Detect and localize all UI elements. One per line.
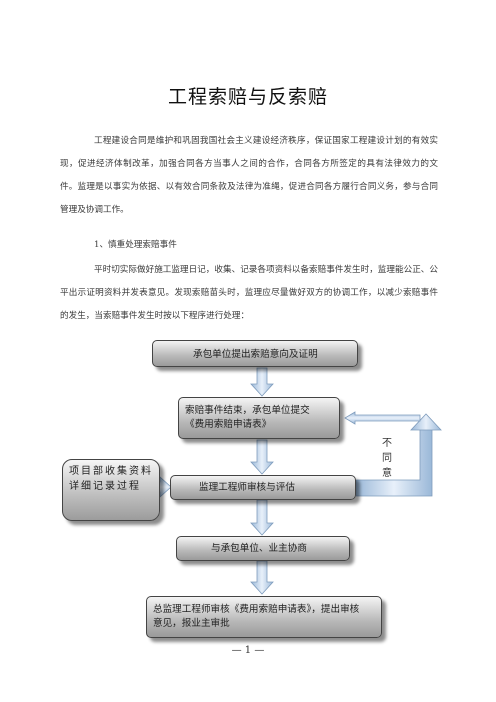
arrow-down-2 (250, 439, 274, 475)
arrow-down-1 (250, 367, 274, 397)
reject-loop-head (410, 413, 442, 431)
flow-step-engineer-review-label: 监理工程师审核与评估 (199, 482, 295, 493)
flow-step-claim-intent-label: 承包单位提出索赔意向及证明 (193, 349, 318, 360)
flow-step-chief-approval: 总监理工程师审核《费用索赔申请表》，提出审核 意见，报业主审批 (146, 596, 382, 638)
flow-step-negotiation-label: 与承包单位、业主协商 (211, 543, 307, 554)
flow-step-negotiation: 与承包单位、业主协商 (176, 536, 350, 561)
flow-step-submit-application-line1: 索赔事件结束，承包单位提交 (185, 405, 310, 416)
flow-step-engineer-review: 监理工程师审核与评估 (170, 475, 356, 500)
section-heading: 1、慎重处理索赔事件 (94, 240, 177, 250)
reject-label: 不同意 (382, 438, 392, 479)
paragraph-intro: 工程建设合同是维护和巩固我国社会主义建设经济秩序，保证国家工程建设计划的有效实现… (60, 136, 438, 215)
arrow-down-4 (250, 560, 274, 595)
page-number: — 1 — (231, 645, 265, 656)
reject-loop-shaft (355, 427, 433, 497)
paragraph-procedure: 平时切实际做好施工监理日记，收集、记录各项资料以备索赔事件发生时，监理能公正、公… (60, 265, 438, 321)
arrow-into-step2 (344, 411, 421, 425)
flow-step-submit-application-line2: 《费用索赔申请表》 (185, 419, 272, 430)
flow-step-submit-application: 索赔事件结束，承包单位提交 《费用索赔申请表》 (178, 397, 340, 439)
flow-step-claim-intent: 承包单位提出索赔意向及证明 (152, 340, 358, 367)
flow-side-record-box: 项目部收集资料详细记录过程 (62, 459, 160, 521)
flow-step-chief-approval-line2: 意见，报业主审批 (153, 618, 230, 629)
arrow-down-3 (250, 499, 274, 536)
flow-step-chief-approval-line1: 总监理工程师审核《费用索赔申请表》，提出审核 (153, 604, 360, 615)
document-title: 工程索赔与反索赔 (167, 86, 328, 108)
